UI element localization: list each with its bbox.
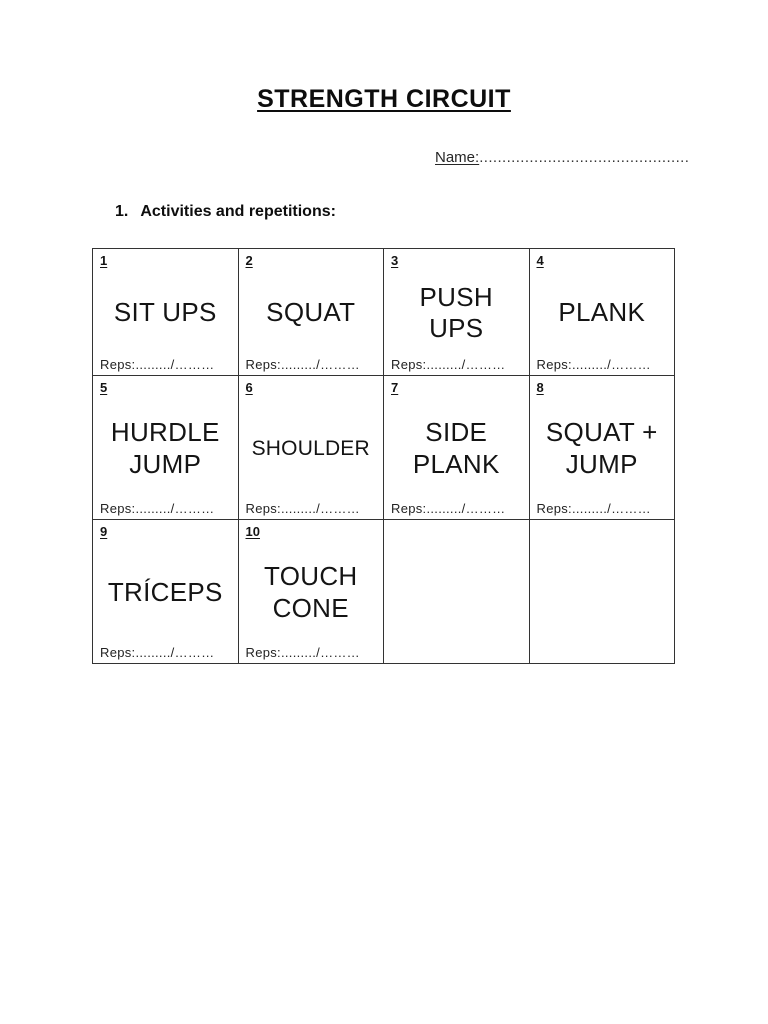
activity-name: PLANK xyxy=(558,297,646,328)
reps-fill-in-line: Reps:........./……… xyxy=(391,501,506,516)
section-heading-text: Activities and repetitions: xyxy=(140,203,336,220)
reps-fill-in-line: Reps:........./……… xyxy=(245,357,360,372)
page-title: STRENGTH CIRCUIT xyxy=(0,85,768,114)
activity-cell-5: 5 HURDLE JUMP Reps:........./……… xyxy=(92,375,239,520)
activity-number: 7 xyxy=(391,380,399,395)
activity-name: TRÍCEPS xyxy=(107,576,223,607)
activity-number: 6 xyxy=(245,380,253,395)
reps-fill-in-line: Reps:........./……… xyxy=(245,501,360,516)
activity-number: 3 xyxy=(391,253,399,268)
reps-fill-in-line: Reps:........./……… xyxy=(100,357,215,372)
activity-cell-9: 9 TRÍCEPS Reps:........./……… xyxy=(92,519,239,664)
activity-cell-6: 6 SHOULDER Reps:........./……… xyxy=(237,375,384,520)
activity-cell-7: 7 SIDE PLANK Reps:........./……… xyxy=(383,375,530,520)
name-field-line: Name:...................................… xyxy=(435,149,689,166)
activity-cell-4: 4 PLANK Reps:........./……… xyxy=(528,248,675,376)
activity-number: 1 xyxy=(100,253,108,268)
page-title-text: STRENGTH CIRCUIT xyxy=(257,85,511,113)
name-fill-in-dots: ........................................… xyxy=(479,149,690,166)
activities-table: 1 SIT UPS Reps:........./……… 2 SQUAT Rep… xyxy=(92,248,675,664)
activity-name: SIDE PLANK xyxy=(412,417,500,479)
activity-name: SQUAT xyxy=(266,297,356,328)
reps-fill-in-line: Reps:........./……… xyxy=(100,501,215,516)
empty-cell xyxy=(383,519,530,664)
reps-fill-in-line: Reps:........./……… xyxy=(391,357,506,372)
activity-number xyxy=(537,524,668,540)
activity-name: SQUAT + JUMP xyxy=(545,417,658,479)
reps-fill-in-line: Reps:........./……… xyxy=(245,645,360,660)
name-label: Name: xyxy=(435,149,480,166)
table-row: 1 SIT UPS Reps:........./……… 2 SQUAT Rep… xyxy=(92,248,675,376)
table-row: 5 HURDLE JUMP Reps:........./……… 6 SHOUL… xyxy=(92,375,675,520)
activity-cell-10: 10 TOUCH CONE Reps:........./……… xyxy=(237,519,384,664)
activity-number: 4 xyxy=(536,253,544,268)
activity-name: HURDLE JUMP xyxy=(110,417,220,479)
activity-name: SIT UPS xyxy=(113,297,217,328)
activity-cell-8: 8 SQUAT + JUMP Reps:........./……… xyxy=(528,375,675,520)
activity-number: 10 xyxy=(245,524,260,539)
activity-name: TOUCH CONE xyxy=(264,561,358,623)
activity-cell-1: 1 SIT UPS Reps:........./……… xyxy=(92,248,239,376)
activity-cell-2: 2 SQUAT Reps:........./……… xyxy=(237,248,384,376)
activity-number: 5 xyxy=(100,380,108,395)
reps-fill-in-line xyxy=(537,645,668,660)
activity-cell-3: 3 PUSH UPS Reps:........./……… xyxy=(383,248,530,376)
activity-name: PUSH UPS xyxy=(419,281,493,343)
activity-number xyxy=(391,524,522,540)
reps-fill-in-line: Reps:........./……… xyxy=(100,645,215,660)
section-heading: 1. Activities and repetitions: xyxy=(115,203,336,221)
reps-fill-in-line xyxy=(391,645,522,660)
reps-fill-in-line: Reps:........./……… xyxy=(536,357,651,372)
activity-name: SHOULDER xyxy=(251,436,370,460)
table-row: 9 TRÍCEPS Reps:........./……… 10 TOUCH CO… xyxy=(92,519,675,664)
empty-cell xyxy=(528,519,675,664)
section-number: 1. xyxy=(115,203,129,220)
activity-number: 8 xyxy=(536,380,544,395)
reps-fill-in-line: Reps:........./……… xyxy=(536,501,651,516)
activity-number: 9 xyxy=(100,524,108,539)
activity-number: 2 xyxy=(245,253,253,268)
